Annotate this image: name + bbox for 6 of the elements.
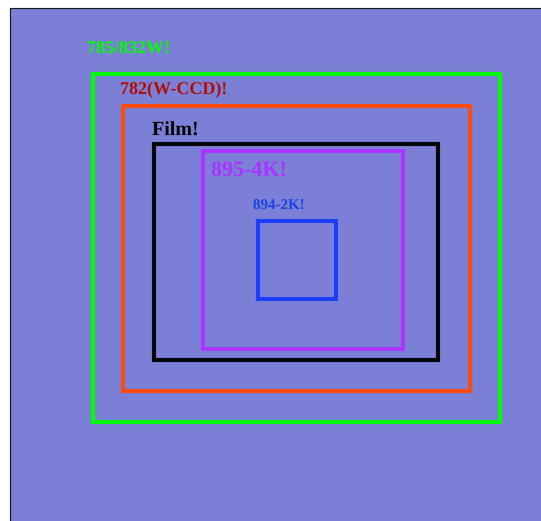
frame-label: 782(W-CCD)!: [120, 79, 228, 97]
frame-label: 895-4K!: [211, 158, 287, 180]
frame-label: Film!: [152, 119, 199, 139]
frame-box: [201, 149, 405, 351]
frame-label: 785/832W!: [87, 38, 170, 56]
frame-label: 894-2K!: [253, 198, 305, 213]
